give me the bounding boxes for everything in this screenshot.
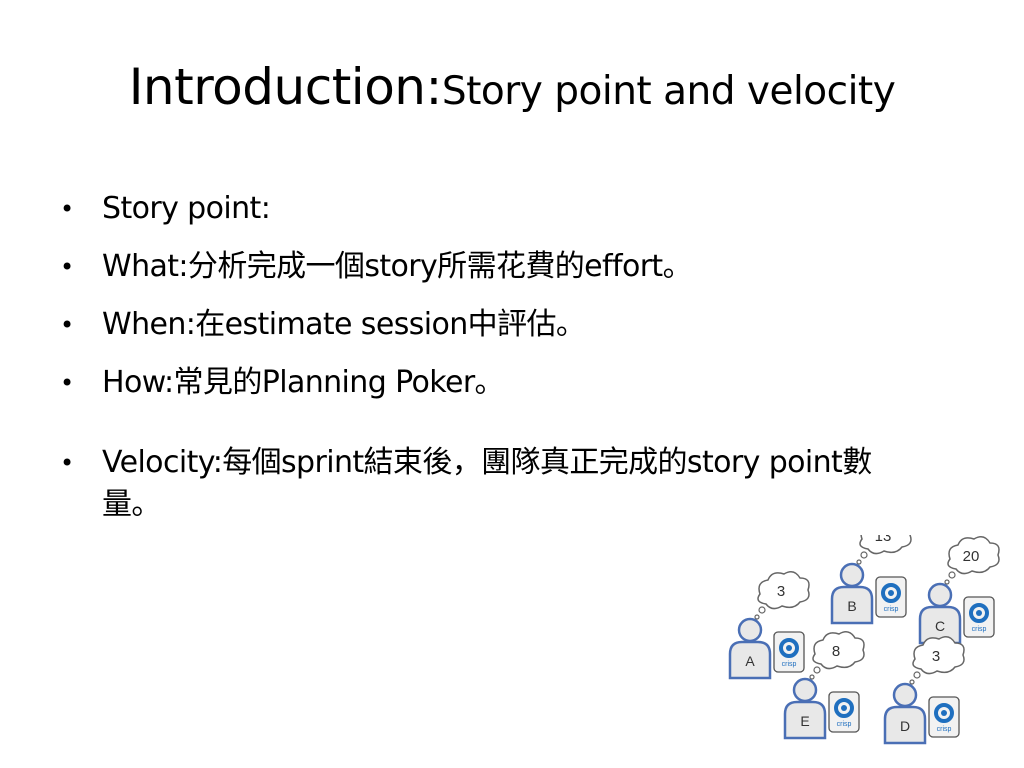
bullet-dot: • — [60, 195, 74, 223]
crisp-card: crisp — [828, 691, 860, 733]
crisp-logo-text: crisp — [972, 626, 987, 633]
bubble-dot — [944, 579, 950, 585]
person-head — [737, 617, 763, 643]
crisp-logo-icon — [934, 703, 954, 723]
estimate-value: 13 — [875, 535, 892, 545]
bubble-dot — [813, 666, 821, 674]
crisp-card: crisp — [773, 631, 805, 673]
bullet-text: When:在estimate session中評估。 — [102, 307, 586, 342]
title-subtitle: Story point and velocity — [441, 69, 896, 114]
bubble-dot — [913, 671, 921, 679]
crisp-logo-icon — [834, 698, 854, 718]
bullet-what: • What:分析完成一個story所需花費的effort。 — [60, 246, 920, 288]
player-label: E — [800, 713, 809, 729]
player-label: C — [935, 618, 945, 634]
person-body — [728, 640, 772, 680]
crisp-logo-dot — [786, 645, 792, 651]
estimate-bubble: 20 — [944, 536, 1000, 585]
title-main: Introduction: — [128, 58, 443, 116]
bubble-dot — [758, 606, 766, 614]
person-body — [918, 605, 962, 645]
player-label: B — [847, 598, 856, 614]
crisp-logo-dot — [841, 705, 847, 711]
estimate-bubble: 8 — [809, 631, 865, 680]
estimate-value: 8 — [832, 643, 840, 660]
person-head — [792, 677, 818, 703]
bullet-text: Velocity:每個sprint結束後，團隊真正完成的story point數… — [102, 445, 872, 522]
player-label: A — [745, 653, 755, 669]
bubble-cloud — [947, 536, 1000, 575]
estimate-bubble: 3 — [909, 636, 965, 685]
person-head — [892, 682, 918, 708]
bubble-dot — [856, 559, 862, 565]
bubble-cloud — [757, 571, 810, 610]
bullet-story-point: • Story point: — [60, 188, 920, 230]
crisp-logo-dot — [976, 610, 982, 616]
bullet-dot: • — [60, 449, 74, 477]
slide-title: Introduction:Story point and velocity — [0, 58, 1024, 116]
bullet-text: How:常見的Planning Poker。 — [102, 365, 505, 400]
bubble-cloud — [812, 631, 865, 670]
crisp-card: crisp — [928, 696, 960, 738]
crisp-card: crisp — [963, 596, 995, 638]
bullet-dot: • — [60, 311, 74, 339]
bullet-list: • Story point: • What:分析完成一個story所需花費的effo… — [60, 188, 920, 542]
bullet-text: What:分析完成一個story所需花費的effort。 — [102, 249, 693, 284]
crisp-logo-text: crisp — [884, 606, 899, 613]
bubble-cloud — [859, 535, 912, 555]
estimate-value: 3 — [932, 648, 940, 665]
estimate-bubble: 13 — [856, 535, 912, 565]
person-body — [783, 700, 827, 740]
person-body — [883, 705, 927, 745]
bubble-dot — [809, 674, 815, 680]
bullet-velocity: • Velocity:每個sprint結束後，團隊真正完成的story point… — [60, 442, 920, 526]
crisp-logo-dot — [888, 590, 894, 596]
crisp-logo-text: crisp — [837, 721, 852, 728]
crisp-logo-icon — [881, 583, 901, 603]
player-label: D — [900, 718, 910, 734]
bubble-dot — [860, 551, 868, 559]
person-head — [839, 562, 865, 588]
bubble-dot — [909, 679, 915, 685]
bullet-dot: • — [60, 253, 74, 281]
bullet-when: • When:在estimate session中評估。 — [60, 304, 920, 346]
estimate-value: 3 — [777, 583, 785, 600]
bullet-text: Story point: — [102, 191, 271, 226]
person-body — [830, 585, 874, 625]
crisp-logo-icon — [779, 638, 799, 658]
bubble-dot — [754, 614, 760, 620]
bubble-dot — [948, 571, 956, 579]
crisp-logo-text: crisp — [937, 726, 952, 733]
estimate-value: 20 — [963, 548, 980, 565]
estimate-bubble: 3 — [754, 571, 810, 620]
crisp-logo-text: crisp — [782, 661, 797, 668]
crisp-logo-icon — [969, 603, 989, 623]
person-head — [927, 582, 953, 608]
bullet-dot: • — [60, 369, 74, 397]
crisp-logo-dot — [941, 710, 947, 716]
bubble-cloud — [912, 636, 965, 675]
crisp-card: crisp — [875, 576, 907, 618]
bullet-how: • How:常見的Planning Poker。 — [60, 362, 920, 404]
